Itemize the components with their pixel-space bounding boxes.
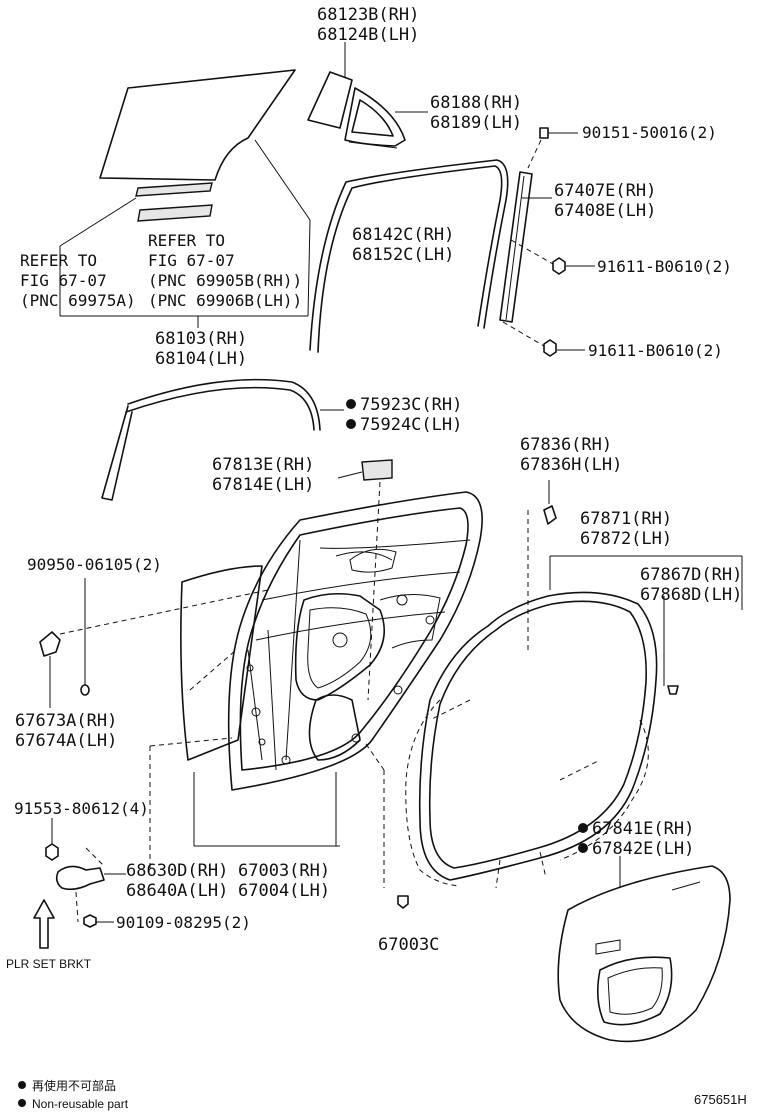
door-trim-panel-drawing bbox=[557, 856, 731, 1043]
part-number-label[interactable]: 90950-06105(2) bbox=[27, 555, 162, 574]
legend-english: Non-reusable part bbox=[32, 1097, 129, 1111]
legend-bullet bbox=[18, 1099, 26, 1107]
refer-note: (PNC 69975A) bbox=[20, 291, 136, 310]
part-number-label[interactable]: 67842E(LH) bbox=[592, 839, 694, 859]
non-reusable-marker bbox=[346, 419, 356, 429]
refer-note: FIG 67-07 bbox=[148, 251, 235, 270]
part-number-label[interactable]: 75923C(RH) bbox=[360, 395, 462, 415]
part-number-label[interactable]: 68123B(RH) bbox=[317, 5, 419, 25]
part-number-label[interactable]: 68188(RH) bbox=[430, 93, 522, 113]
glass-run-drawing bbox=[309, 159, 509, 353]
part-number-label[interactable]: 68630D(RH) bbox=[126, 861, 228, 881]
legend-bullet bbox=[18, 1081, 26, 1089]
hole-seal-drawing bbox=[337, 459, 393, 701]
door-glass-drawing bbox=[59, 69, 311, 328]
part-number-label[interactable]: 68104(LH) bbox=[155, 349, 247, 369]
non-reusable-marker bbox=[346, 399, 356, 409]
refer-note: REFER TO bbox=[148, 231, 225, 250]
frame-garnish-drawing bbox=[499, 127, 595, 357]
part-number-label[interactable]: 67867D(RH) bbox=[640, 565, 742, 585]
door-outer-panel-drawing bbox=[180, 565, 263, 761]
non-reusable-marker bbox=[578, 823, 588, 833]
part-number-label[interactable]: 68124B(LH) bbox=[317, 25, 419, 45]
part-number-label[interactable]: 91611-B0610(2) bbox=[588, 341, 723, 360]
part-number-label[interactable]: 67836H(LH) bbox=[520, 455, 622, 475]
door-body-drawing bbox=[149, 491, 483, 888]
refer-note: (PNC 69906B(LH)) bbox=[148, 291, 302, 310]
part-number-label[interactable]: 67408E(LH) bbox=[554, 201, 656, 221]
part-number-label[interactable]: 67673A(RH) bbox=[15, 711, 117, 731]
plug-drawing bbox=[397, 895, 409, 909]
part-number-label[interactable]: 67871(RH) bbox=[580, 509, 672, 529]
part-number-label[interactable]: 68152C(LH) bbox=[352, 245, 454, 265]
part-number-label[interactable]: 75924C(LH) bbox=[360, 415, 462, 435]
refer-note: REFER TO bbox=[20, 251, 97, 270]
part-number-label[interactable]: 67814E(LH) bbox=[212, 475, 314, 495]
part-number-label[interactable]: 68142C(RH) bbox=[352, 225, 454, 245]
part-number-label[interactable]: 90151-50016(2) bbox=[582, 123, 717, 142]
part-number-label[interactable]: 67836(RH) bbox=[520, 435, 612, 455]
part-number-label[interactable]: 67004(LH) bbox=[238, 881, 330, 901]
part-number-label[interactable]: 91611-B0610(2) bbox=[597, 257, 732, 276]
part-number-label[interactable]: 68189(LH) bbox=[430, 113, 522, 133]
legend-japanese: 再使用不可部品 bbox=[32, 1078, 116, 1093]
non-reusable-marker bbox=[578, 843, 588, 853]
part-number-label[interactable]: 67407E(RH) bbox=[554, 181, 656, 201]
part-number-label[interactable]: 91553-80612(4) bbox=[14, 799, 149, 818]
plr-set-brkt-note: PLR SET BRKT bbox=[6, 957, 92, 971]
part-number-label[interactable]: 67674A(LH) bbox=[15, 731, 117, 751]
part-number-label[interactable]: 67841E(RH) bbox=[592, 819, 694, 839]
part-number-label[interactable]: 67003C bbox=[378, 935, 439, 955]
part-number-label[interactable]: 67003(RH) bbox=[238, 861, 330, 881]
part-number-label[interactable]: 67872(LH) bbox=[580, 529, 672, 549]
hinge-drawing bbox=[33, 818, 126, 949]
diagram-code: 675651H bbox=[694, 1092, 747, 1107]
part-number-label[interactable]: 90109-08295(2) bbox=[116, 913, 251, 932]
part-number-label[interactable]: 68640A(LH) bbox=[126, 881, 228, 901]
belt-molding-drawing bbox=[101, 378, 344, 501]
part-number-label[interactable]: 67813E(RH) bbox=[212, 455, 314, 475]
refer-note: (PNC 69905B(RH)) bbox=[148, 271, 302, 290]
part-number-label[interactable]: 67868D(LH) bbox=[640, 585, 742, 605]
part-number-label[interactable]: 68103(RH) bbox=[155, 329, 247, 349]
cover-drawing bbox=[527, 480, 557, 650]
quarter-glass-drawing bbox=[307, 42, 428, 149]
check-arm-drawing bbox=[39, 578, 269, 708]
refer-note: FIG 67-07 bbox=[20, 271, 107, 290]
